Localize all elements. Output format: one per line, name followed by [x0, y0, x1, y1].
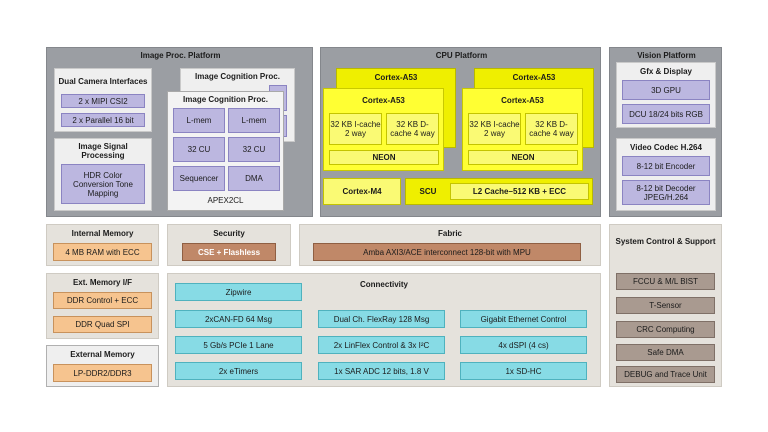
lmem-block-left: L-mem	[173, 108, 225, 133]
internal-memory-block: Internal Memory 4 MB RAM with ECC	[46, 224, 159, 266]
cortex-a53-back-right-title: Cortex-A53	[512, 72, 556, 82]
vision-platform-title: Vision Platform	[637, 51, 696, 60]
security-title: Security	[213, 229, 245, 238]
ram-block: 4 MB RAM with ECC	[53, 243, 152, 261]
security-block: Security CSE + Flashless	[167, 224, 291, 266]
dcache-right: 32 KB D-cache 4 way	[525, 113, 578, 145]
t-sensor-block: T-Sensor	[616, 297, 715, 314]
ddr-quad-spi-block: DDR Quad SPI	[53, 316, 152, 333]
system-control-block: System Control & Support FCCU & M/L BIST…	[609, 224, 722, 387]
external-memory-block: External Memory LP-DDR2/DDR3	[46, 345, 159, 387]
decoder-block: 8-12 bit Decoder JPEG/H.264	[622, 180, 710, 205]
amba-interconnect-block: Amba AXI3/ACE interconnect 128-bit with …	[313, 243, 581, 261]
pcie-block: 5 Gb/s PCIe 1 Lane	[175, 336, 302, 354]
lmem-block-right: L-mem	[228, 108, 280, 133]
dcu-block: DCU 18/24 bits RGB	[622, 104, 710, 124]
image-cognition-front-title: Image Cognition Proc.	[183, 95, 268, 104]
ethernet-block: Gigabit Ethernet Control	[460, 310, 587, 328]
icache-right: 32 KB I-cache 2 way	[468, 113, 521, 145]
linflex-i2c-block: 2x LinFlex Control & 3x I²C	[318, 336, 445, 354]
scu-label: SCU	[419, 187, 437, 196]
sar-adc-block: 1x SAR ADC 12 bits, 1.8 V	[318, 362, 445, 380]
connectivity-title: Connectivity	[359, 280, 408, 289]
apex-label: APEX2CL	[207, 196, 244, 205]
cortex-m4-block: Cortex-M4	[323, 178, 401, 205]
neon-left: NEON	[329, 150, 439, 165]
isp-block: Image Signal Processing HDR Color Conver…	[54, 138, 152, 211]
external-memory-title: External Memory	[70, 350, 135, 359]
cortex-a53-right-title: Cortex-A53	[501, 95, 544, 105]
l2-cache-block: L2 Cache–512 KB + ECC	[450, 183, 589, 200]
internal-memory-title: Internal Memory	[71, 229, 134, 238]
cortex-a53-back-left-title: Cortex-A53	[374, 72, 418, 82]
ext-memory-if-block: Ext. Memory I/F DDR Control + ECC DDR Qu…	[46, 273, 159, 339]
dspi-block: 4x dSPI (4 cs)	[460, 336, 587, 354]
debug-trace-block: DEBUG and Trace Unit	[616, 366, 715, 383]
cortex-a53-left: Cortex-A53 32 KB I-cache 2 way 32 KB D-c…	[323, 88, 444, 171]
video-codec-title: Video Codec H.264	[630, 142, 702, 152]
isp-title: Image Signal Processing	[78, 142, 128, 160]
can-fd-block: 2xCAN-FD 64 Msg	[175, 310, 302, 328]
image-cognition-front: Image Cognition Proc. L-mem L-mem 32 CU …	[167, 91, 284, 211]
lpddr-block: LP-DDR2/DDR3	[53, 364, 152, 382]
sd-hc-block: 1x SD-HC	[460, 362, 587, 380]
isp-functions-block: HDR Color Conversion Tone Mapping	[61, 164, 145, 204]
ext-memory-if-title: Ext. Memory I/F	[72, 278, 133, 287]
gfx-display-block: Gfx & Display 3D GPU DCU 18/24 bits RGB	[616, 62, 716, 128]
encoder-block: 8-12 bit Encoder	[622, 156, 710, 176]
gfx-display-title: Gfx & Display	[639, 66, 692, 76]
cortex-a53-right: Cortex-A53 32 KB I-cache 2 way 32 KB D-c…	[462, 88, 583, 171]
dual-camera-title: Dual Camera Interfaces	[58, 76, 148, 86]
image-proc-platform-title: Image Proc. Platform	[140, 51, 221, 60]
crc-computing-block: CRC Computing	[616, 321, 715, 338]
cpu-platform-title: CPU Platform	[435, 51, 488, 60]
mipi-csi2-block: 2 x MIPI CSI2	[61, 94, 145, 108]
safe-dma-block: Safe DMA	[616, 344, 715, 361]
dcache-left: 32 KB D-cache 4 way	[386, 113, 439, 145]
system-control-title: System Control & Support	[615, 236, 716, 246]
fabric-title: Fabric	[437, 229, 462, 238]
ddr-control-block: DDR Control + ECC	[53, 292, 152, 309]
flexray-block: Dual Ch. FlexRay 128 Msg	[318, 310, 445, 328]
scu-l2-block: SCU L2 Cache–512 KB + ECC	[405, 178, 593, 205]
cu-block-right: 32 CU	[228, 137, 280, 162]
parallel-16bit-block: 2 x Parallel 16 bit	[61, 113, 145, 127]
dma-block: DMA	[228, 166, 280, 191]
image-cognition-back-title: Image Cognition Proc.	[195, 72, 280, 81]
fabric-block: Fabric Amba AXI3/ACE interconnect 128-bi…	[299, 224, 601, 266]
video-codec-block: Video Codec H.264 8-12 bit Encoder 8-12 …	[616, 138, 716, 211]
cortex-a53-left-title: Cortex-A53	[362, 95, 405, 105]
sequencer-block: Sequencer	[173, 166, 225, 191]
fccu-bist-block: FCCU & M/L BIST	[616, 273, 715, 290]
zipwire-block: Zipwire	[175, 283, 302, 301]
icache-left: 32 KB I-cache 2 way	[329, 113, 382, 145]
neon-right: NEON	[468, 150, 578, 165]
dual-camera-block: Dual Camera Interfaces 2 x MIPI CSI2 2 x…	[54, 68, 152, 132]
gpu-3d-block: 3D GPU	[622, 80, 710, 100]
etimers-block: 2x eTimers	[175, 362, 302, 380]
cu-block-left: 32 CU	[173, 137, 225, 162]
cse-flashless-block: CSE + Flashless	[182, 243, 276, 261]
